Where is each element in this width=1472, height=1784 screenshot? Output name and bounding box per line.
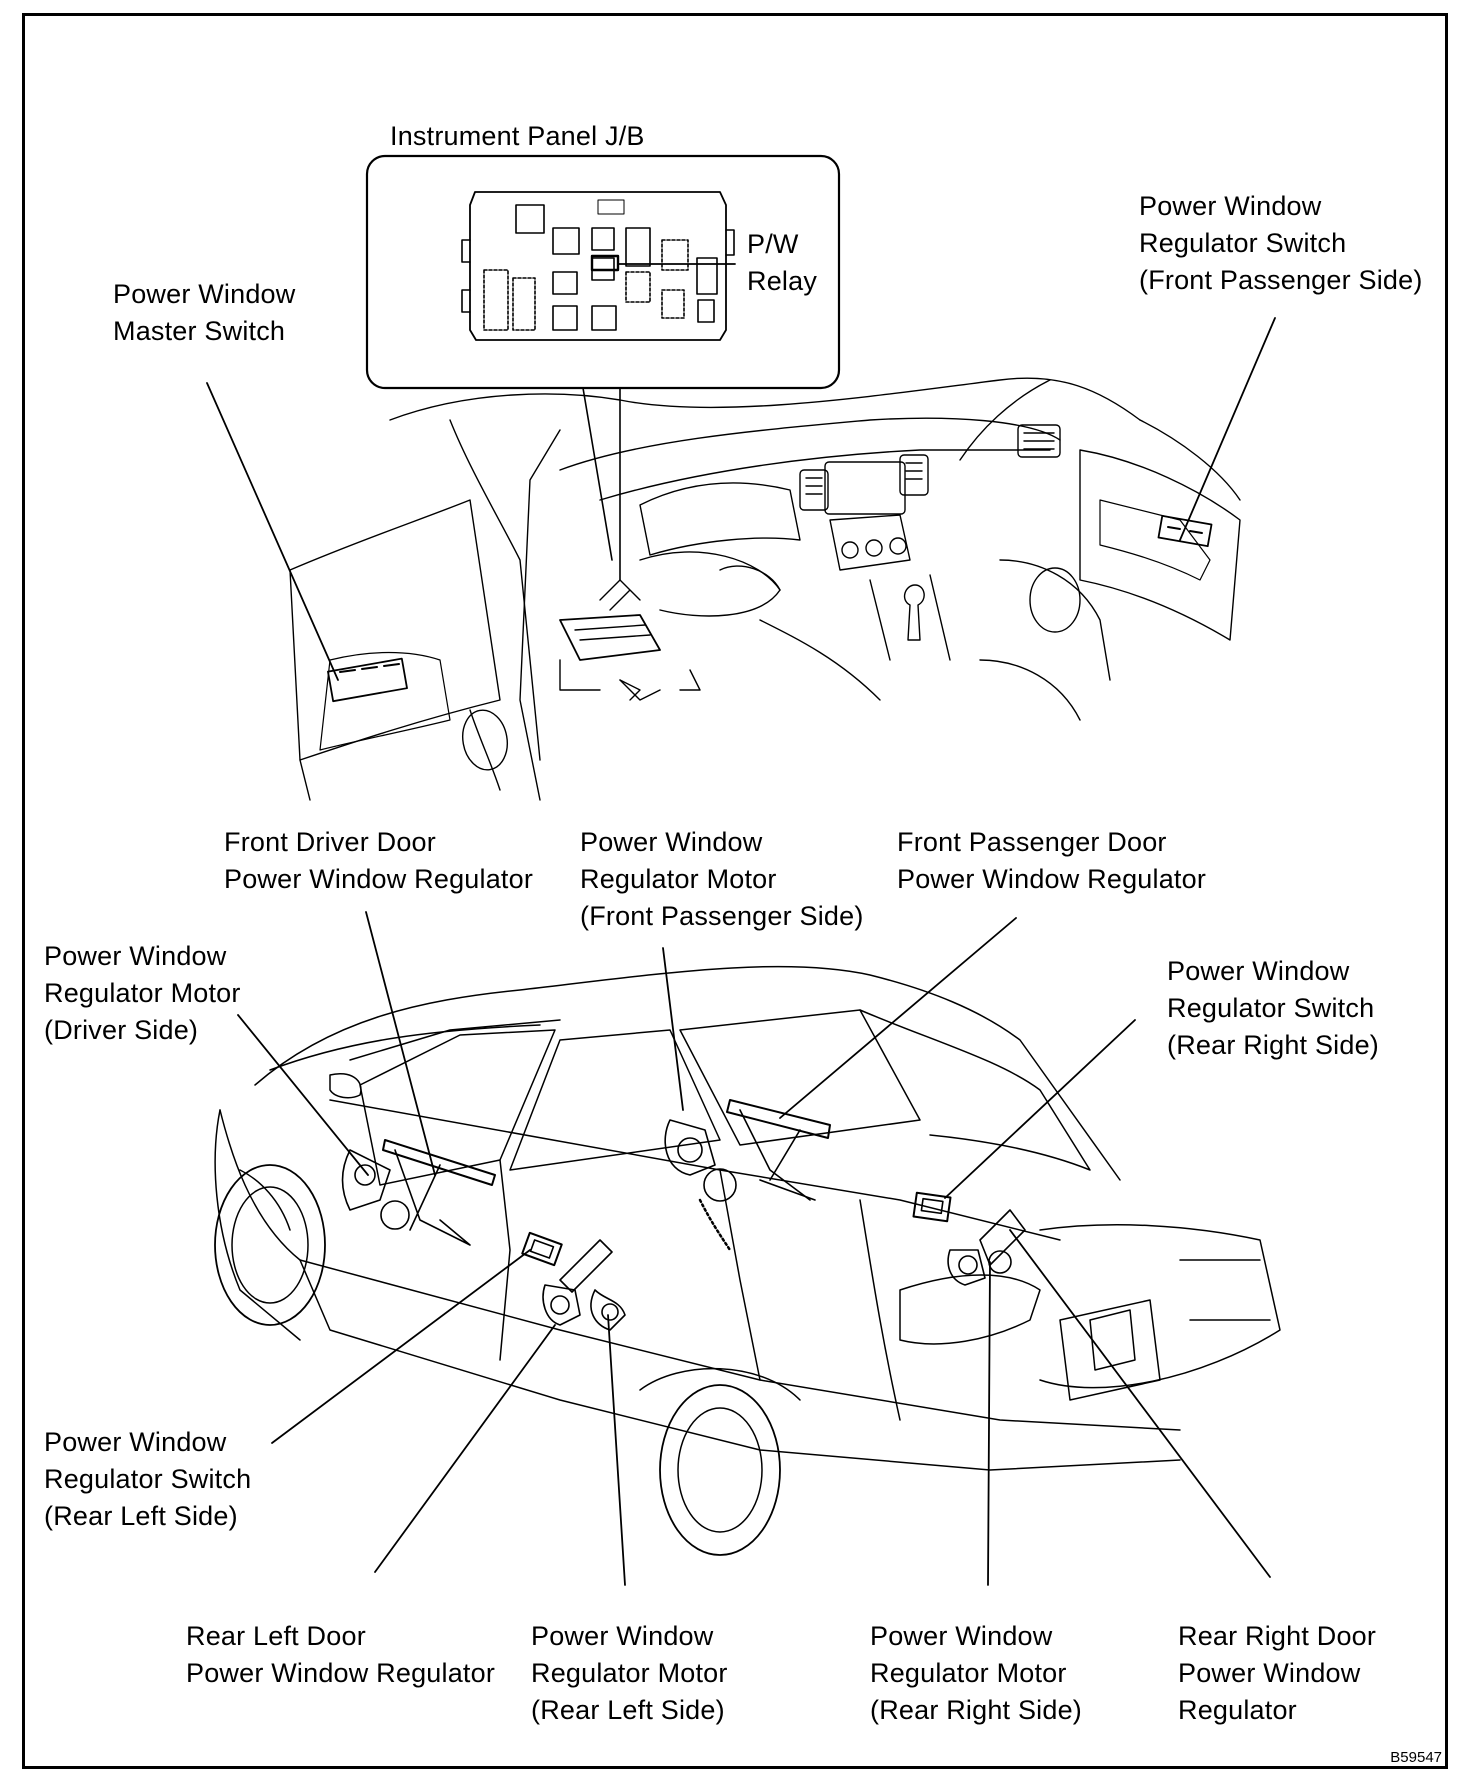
label-front-passenger-regulator: Front Passenger Door Power Window Regula… — [897, 824, 1206, 898]
label-line: (Rear Right Side) — [870, 1695, 1082, 1725]
label-line: (Rear Left Side) — [531, 1695, 725, 1725]
label-line: Master Switch — [113, 316, 286, 346]
figure-code: B59547 — [1390, 1749, 1442, 1766]
label-line: Rear Right Door — [1178, 1621, 1377, 1651]
label-line: Front Passenger Door — [897, 827, 1167, 857]
label-switch-rear-right: Power Window Regulator Switch (Rear Righ… — [1167, 953, 1379, 1064]
label-line: Regulator Switch — [1167, 993, 1375, 1023]
regulator-components — [341, 1099, 1026, 1331]
label-line: Regulator Switch — [1139, 228, 1347, 258]
label-line: (Front Passenger Side) — [1139, 265, 1423, 295]
label-line: Regulator Switch — [44, 1464, 252, 1494]
leader-lines — [206, 317, 1276, 1586]
interior-dashboard-drawing — [289, 377, 1241, 801]
label-line: Power Window — [580, 827, 763, 857]
label-line: Power Window Regulator — [186, 1658, 496, 1688]
label-master-switch: Power Window Master Switch — [113, 276, 295, 350]
label-motor-rear-right: Power Window Regulator Motor (Rear Right… — [870, 1618, 1082, 1729]
label-line: Power Window — [44, 941, 227, 971]
label-motor-front-passenger: Power Window Regulator Motor (Front Pass… — [580, 824, 864, 935]
label-line: Power Window — [44, 1427, 227, 1457]
label-motor-rear-left: Power Window Regulator Motor (Rear Left … — [531, 1618, 728, 1729]
junction-block-inset — [365, 154, 841, 581]
label-line: Regulator — [1178, 1695, 1297, 1725]
label-line: P/W — [747, 229, 799, 259]
label-line: Power Window — [531, 1621, 714, 1651]
label-front-driver-regulator: Front Driver Door Power Window Regulator — [224, 824, 533, 898]
label-line: Front Driver Door — [224, 827, 436, 857]
label-line: Power Window Regulator — [224, 864, 534, 894]
label-line: Power Window Regulator — [897, 864, 1207, 894]
label-line: Power Window — [1139, 191, 1322, 221]
label-line: Regulator Motor — [870, 1658, 1067, 1688]
label-line: (Driver Side) — [44, 1015, 199, 1045]
vehicle-body-drawing — [214, 965, 1281, 1556]
figure-border — [22, 13, 1448, 1769]
label-motor-driver: Power Window Regulator Motor (Driver Sid… — [44, 938, 241, 1049]
label-switch-rear-left: Power Window Regulator Switch (Rear Left… — [44, 1424, 251, 1535]
label-line: Instrument Panel J/B — [390, 121, 645, 151]
label-rear-right-regulator: Rear Right Door Power Window Regulator — [1178, 1618, 1376, 1729]
label-switch-front-passenger: Power Window Regulator Switch (Front Pas… — [1139, 188, 1423, 299]
label-instrument-panel-jb: Instrument Panel J/B — [390, 118, 645, 155]
label-line: Relay — [747, 266, 818, 296]
label-line: Regulator Motor — [44, 978, 241, 1008]
label-line: Power Window — [113, 279, 296, 309]
label-line: (Front Passenger Side) — [580, 901, 864, 931]
label-line: Rear Left Door — [186, 1621, 366, 1651]
label-line: Power Window — [870, 1621, 1053, 1651]
label-line: (Rear Right Side) — [1167, 1030, 1379, 1060]
label-line: Power Window — [1167, 956, 1350, 986]
label-line: Regulator Motor — [580, 864, 777, 894]
label-pw-relay: P/W Relay — [747, 226, 817, 300]
label-line: Power Window — [1178, 1658, 1361, 1688]
label-line: Regulator Motor — [531, 1658, 728, 1688]
label-rear-left-regulator: Rear Left Door Power Window Regulator — [186, 1618, 495, 1692]
label-line: (Rear Left Side) — [44, 1501, 238, 1531]
